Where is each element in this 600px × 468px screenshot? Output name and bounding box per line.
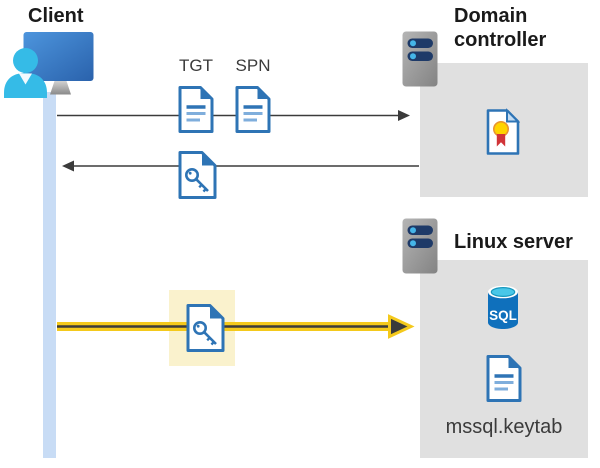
key-document-icon [178,151,217,199]
certificate-icon [486,108,520,155]
linux-server-icon [402,218,438,274]
sql-label: SQL [489,308,517,323]
key-document-icon-highlighted [186,304,225,352]
client-label: Client [28,5,84,27]
domain-controller-label: Domain controller [454,5,547,51]
monitor-icon [23,32,94,81]
keytab-filename-label: mssql.keytab [445,416,563,438]
arrow-domain-controller-to-client [62,160,419,172]
tgt-document-icon [178,86,214,133]
person-icon [4,48,47,98]
linux-server-label: Linux server [454,231,573,253]
spn-document-icon [235,86,271,133]
monitor-stand [50,81,71,95]
client-lifeline [43,92,56,458]
key-glyph [193,320,217,346]
key-glyph [185,167,209,193]
sql-database-icon: SQL [488,285,518,329]
client-computer-icon [4,32,94,98]
spn-label: SPN [235,56,271,75]
domain-controller-server-icon [402,31,438,87]
tgt-label: TGT [179,56,213,75]
keytab-document-icon [486,355,522,402]
